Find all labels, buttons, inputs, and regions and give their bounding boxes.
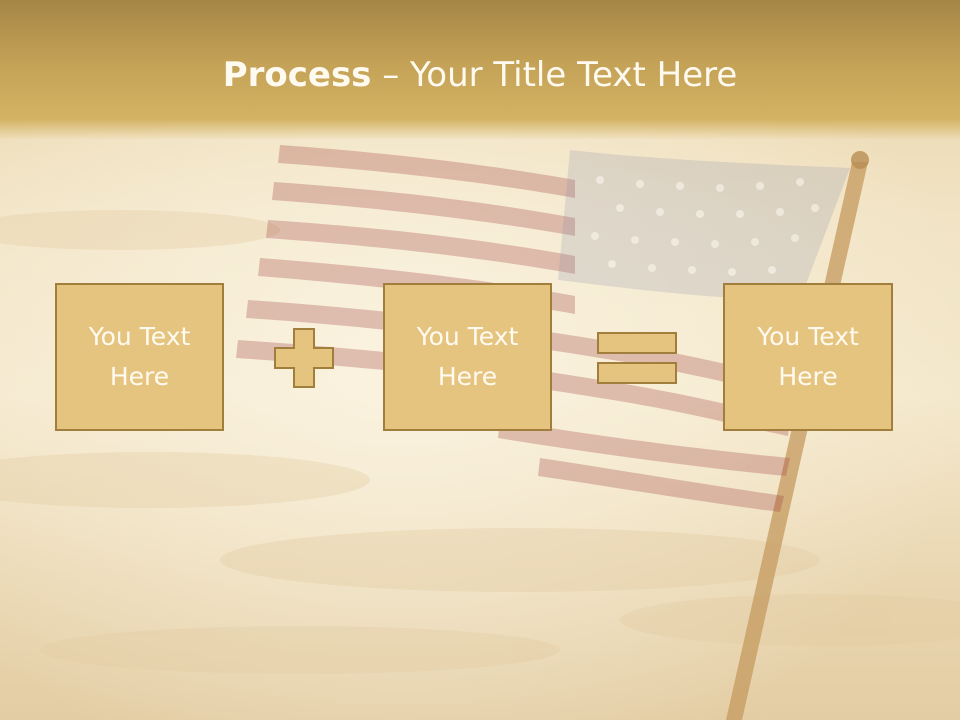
slide-title: Process – Your Title Text Here [0,52,960,98]
process-box-3-text: You Text Here [757,322,859,391]
process-box-2-text: You Text Here [416,322,519,391]
process-box-1-text: You Text Here [88,322,191,391]
title-bar [0,0,960,140]
equals-icon [597,332,677,384]
title-text: – Your Title Text Here [371,55,738,95]
process-box-2[interactable]: You Text Here [383,283,552,431]
process-box-1[interactable]: You Text Here [55,283,224,431]
process-box-3[interactable]: You Text Here [723,283,893,431]
plus-icon [274,328,334,388]
title-bold-word: Process [222,55,372,95]
